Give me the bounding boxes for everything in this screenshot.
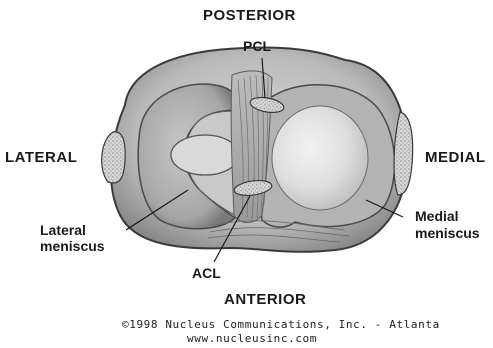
medial-meniscus-label-line2: meniscus [415,225,480,241]
acl-label: ACL [192,265,221,281]
lateral-meniscus-label-line2: meniscus [40,238,105,254]
pcl-label: PCL [243,38,271,54]
medial-meniscus-label-line1: Medial [415,208,459,224]
lateral-meniscus-label-line1: Lateral [40,222,86,238]
copyright-line: ©1998 Nucleus Communications, Inc. - Atl… [122,318,440,331]
lateral-label: LATERAL [5,150,77,166]
lateral-collateral-cut [102,132,125,183]
medial-label: MEDIAL [425,150,486,166]
posterior-label: POSTERIOR [203,8,296,24]
anterior-label: ANTERIOR [224,292,306,308]
website-line: www.nucleusinc.com [187,332,317,345]
medial-collateral-cut [394,112,413,195]
medial-articular-cartilage [272,106,368,210]
lateral-plateau-pad [171,135,239,175]
